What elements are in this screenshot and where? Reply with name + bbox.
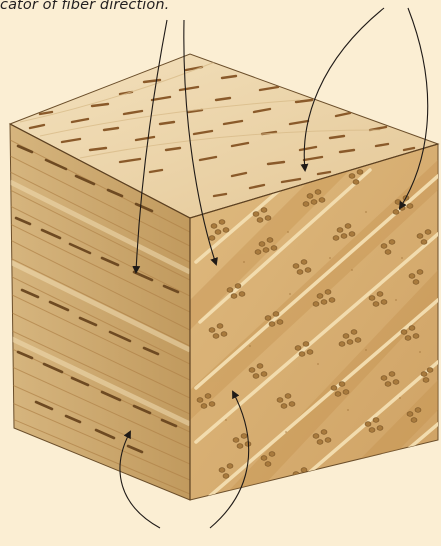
wood-cube-diagram <box>0 0 441 546</box>
